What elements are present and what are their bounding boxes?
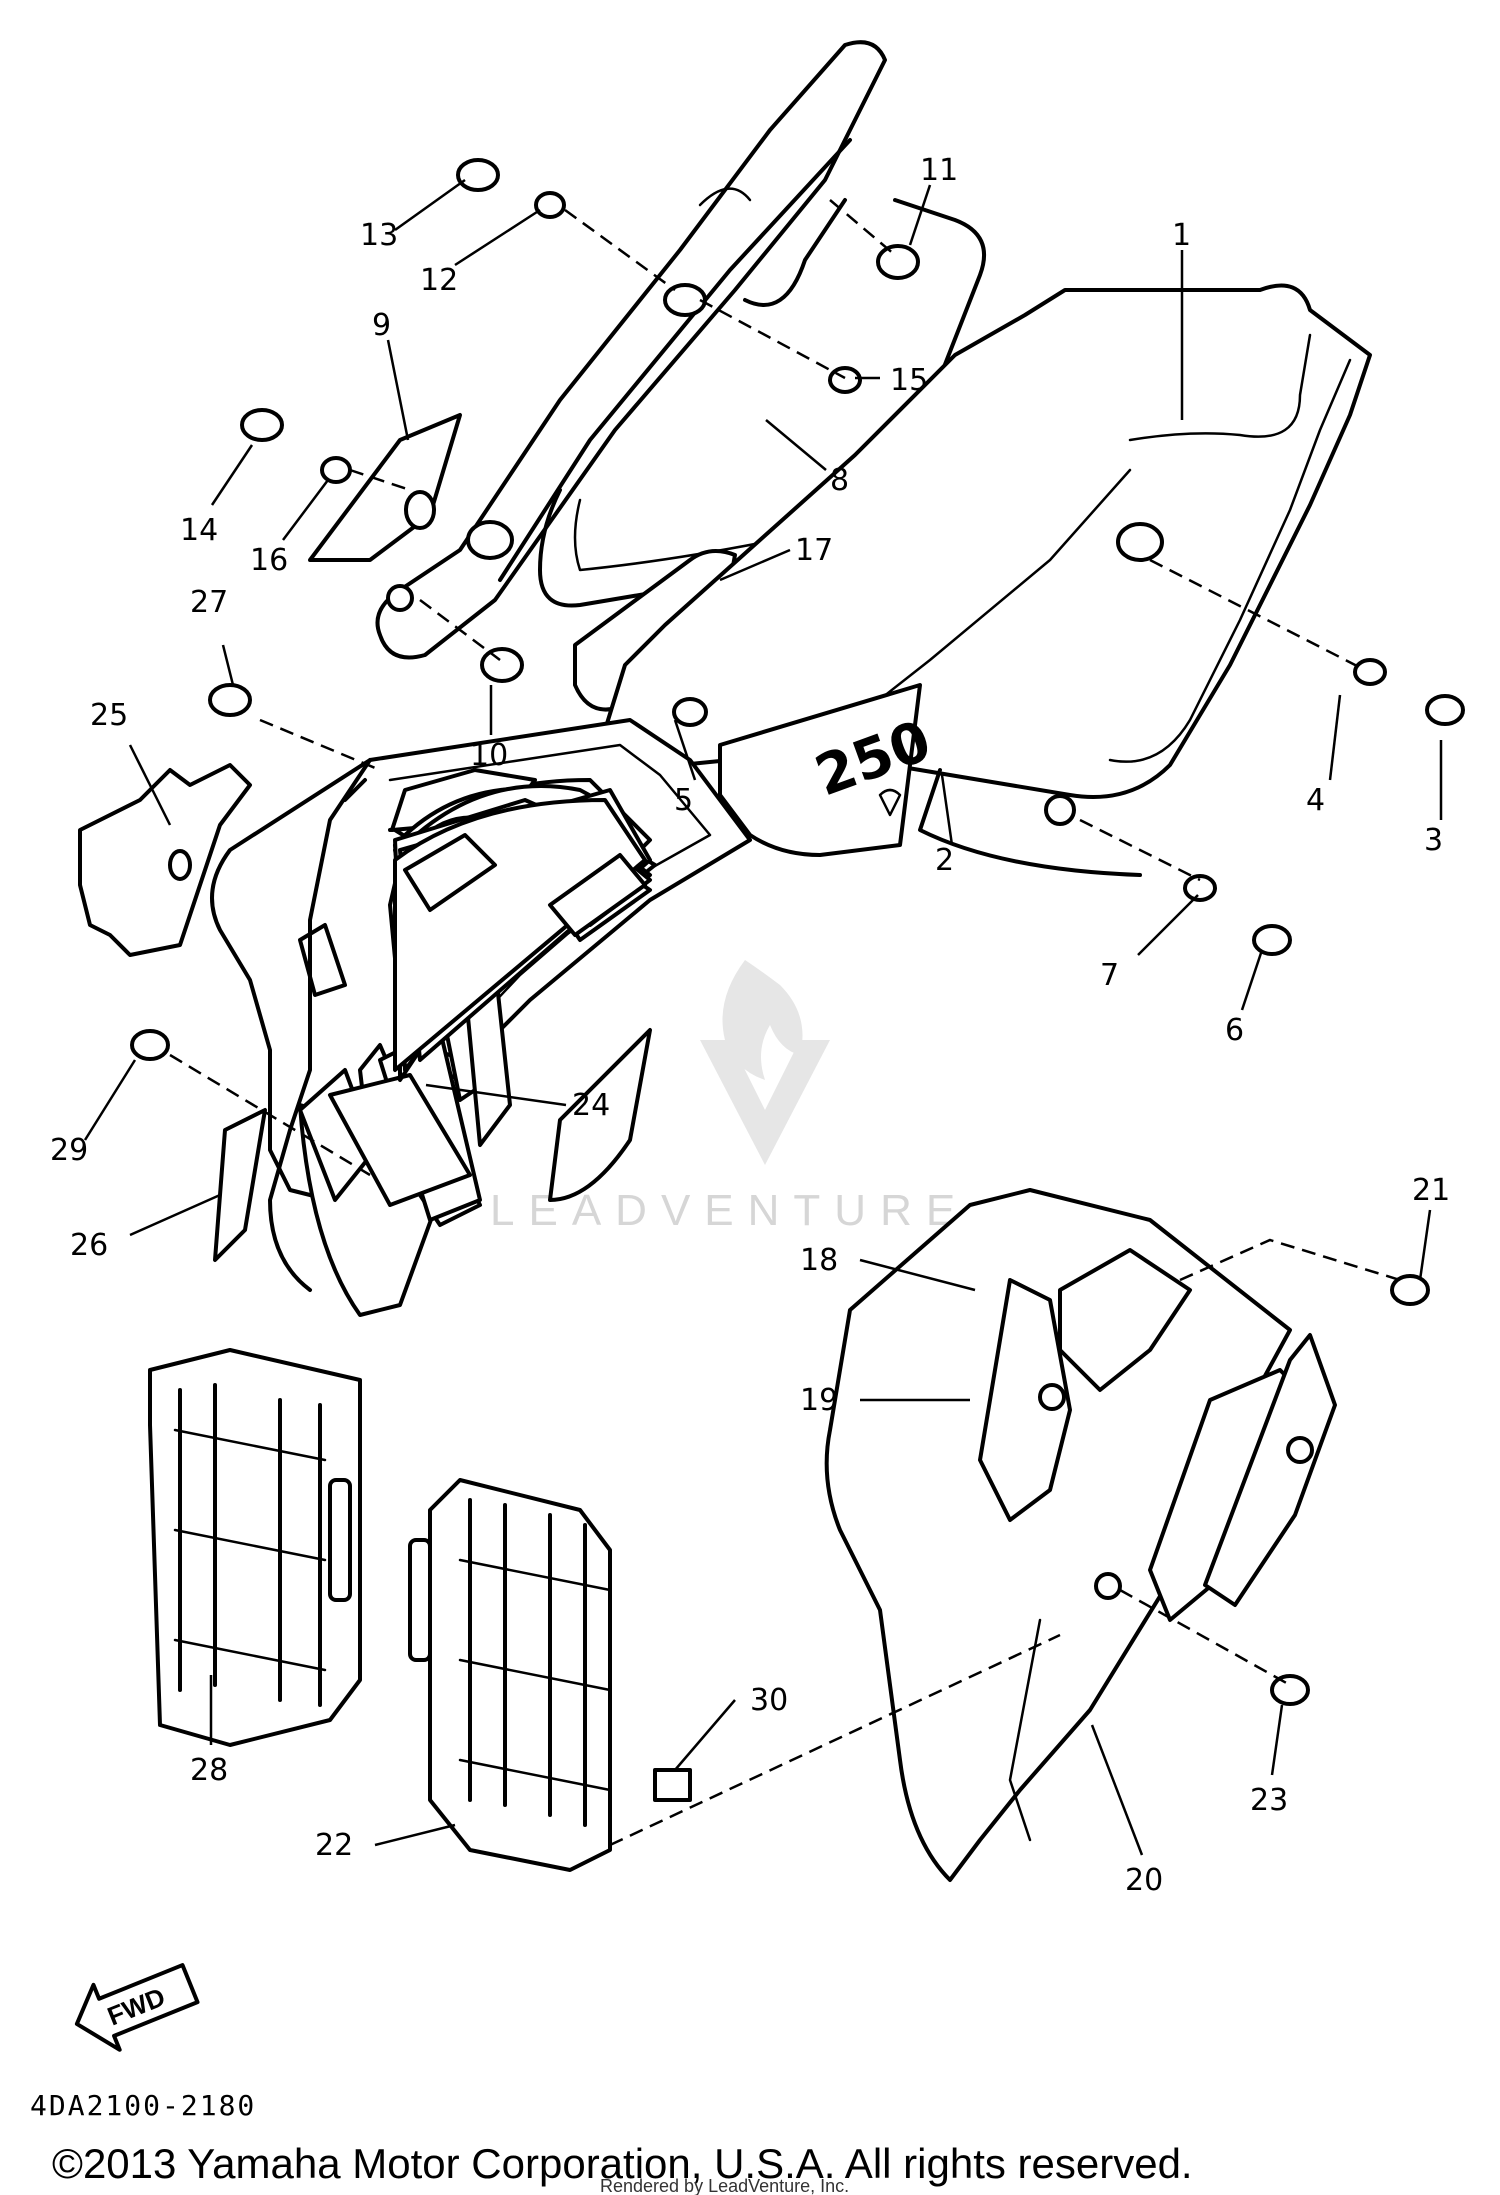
callout-25: 25 [90,698,128,733]
diagram-reference: 4DA2100-2180 [30,2089,256,2122]
washer-15 [828,366,862,394]
callout-27: 27 [190,585,228,620]
collar-16 [320,456,352,484]
callout-3: 3 [1424,823,1443,858]
right-side-cover: 250 [602,283,1372,877]
rendered-by-notice: Rendered by LeadVenture, Inc. [600,2176,849,2195]
callout-12: 12 [420,263,458,298]
callout-23: 23 [1250,1783,1288,1818]
callout-10: 10 [470,738,508,773]
callout-20: 20 [1125,1863,1163,1898]
bolt-21 [1390,1274,1430,1306]
callout-leaders [83,178,1443,1856]
callout-29: 29 [50,1133,88,1168]
callout-30: 30 [750,1683,788,1718]
callout-28: 28 [190,1753,228,1788]
watermark-logo [700,960,830,1165]
right-radiator-shroud [824,1188,1337,1882]
callout-4: 4 [1306,783,1325,818]
grommet-10 [480,647,524,683]
callout-24: 24 [572,1088,610,1123]
bracket-plate [308,413,462,562]
callout-22: 22 [315,1828,353,1863]
bolt-13 [456,158,500,192]
callout-labels: 1 2 3 4 5 6 7 8 9 10 11 12 13 14 15 16 1… [50,153,1450,1898]
fwd-arrow: FWD [74,1963,200,2052]
collar-5 [672,697,708,727]
callout-16: 16 [250,543,288,578]
fasteners [130,158,1465,1802]
grommet-11 [876,244,920,280]
callout-13: 13 [360,218,398,253]
bolt-6 [1252,924,1292,956]
callout-26: 26 [70,1228,108,1263]
callout-19: 19 [800,1383,838,1418]
bolt-27 [208,683,252,717]
shroud-lower-decal [213,1108,267,1262]
callout-21: 21 [1412,1173,1450,1208]
bolt-23 [1270,1674,1310,1706]
callout-6: 6 [1225,1013,1244,1048]
copyright-notice: ©2013 Yamaha Motor Corporation, U.S.A. A… [52,2140,1193,2187]
callout-9: 9 [372,308,391,343]
callout-7: 7 [1100,958,1119,993]
right-radiator-guard [408,1478,612,1872]
collar-4 [1353,658,1387,686]
left-radiator-guard [148,1348,362,1747]
assembly-lines [169,199,1401,1847]
callout-18: 18 [800,1243,838,1278]
callout-5: 5 [674,783,693,818]
left-radiator-shroud [210,718,752,1317]
clip-30 [653,1768,692,1802]
washer-12 [534,191,566,219]
callout-15: 15 [890,363,928,398]
bolt-29 [130,1029,170,1061]
bolt-3 [1425,694,1465,726]
bolt-14 [240,408,284,442]
shroud-decal [78,763,252,957]
callout-8: 8 [830,463,849,498]
callout-1: 1 [1172,218,1191,253]
left-side-cover [375,40,986,660]
callout-2: 2 [935,843,954,878]
callout-17: 17 [795,533,833,568]
callout-11: 11 [920,153,958,188]
callout-14: 14 [180,513,218,548]
collar-7 [1183,874,1217,902]
